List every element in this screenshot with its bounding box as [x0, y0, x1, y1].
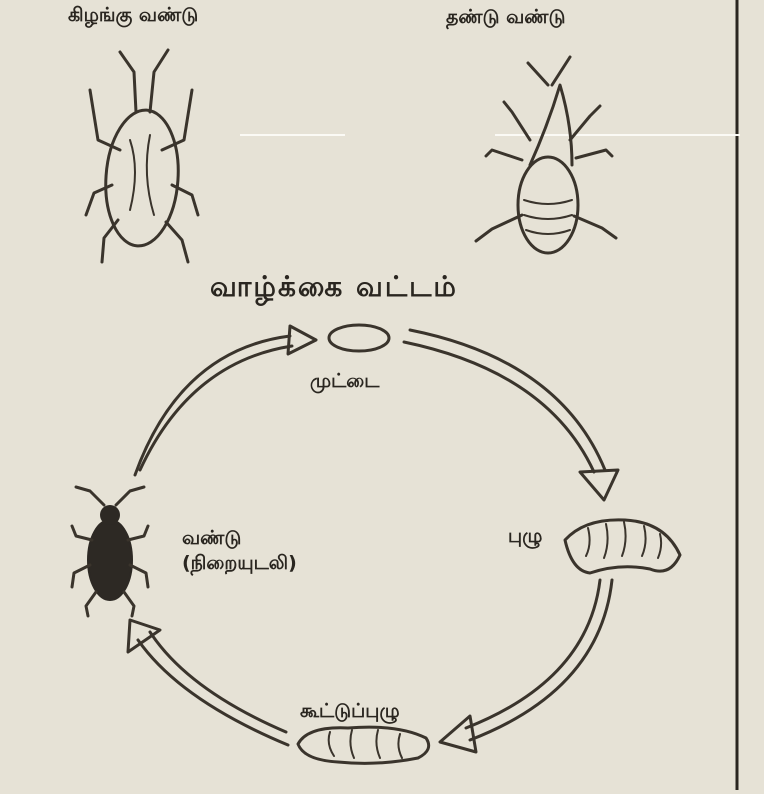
adult-beetle-illustration — [72, 487, 148, 616]
egg-illustration — [329, 325, 389, 351]
egg-label: முட்டை — [310, 370, 379, 395]
stem-weevil-label: தண்டு வண்டு — [446, 6, 565, 31]
adult-label-line1: வண்டு — [182, 527, 241, 552]
adult-label-line2: (நிறையுடலி) — [182, 552, 297, 577]
arrow-adult-to-egg — [135, 336, 290, 475]
larva-illustration — [565, 520, 680, 573]
pupa-label: கூட்டுப்புழு — [300, 700, 400, 725]
stem-weevil-illustration — [476, 57, 616, 253]
pupa-illustration — [298, 727, 429, 763]
tuber-weevil-illustration — [86, 50, 198, 262]
cycle-title: வாழ்க்கை வட்டம் — [210, 270, 458, 307]
tuber-weevil-label: கிழங்கு வண்டு — [68, 4, 198, 29]
larva-label: புழு — [508, 525, 542, 550]
